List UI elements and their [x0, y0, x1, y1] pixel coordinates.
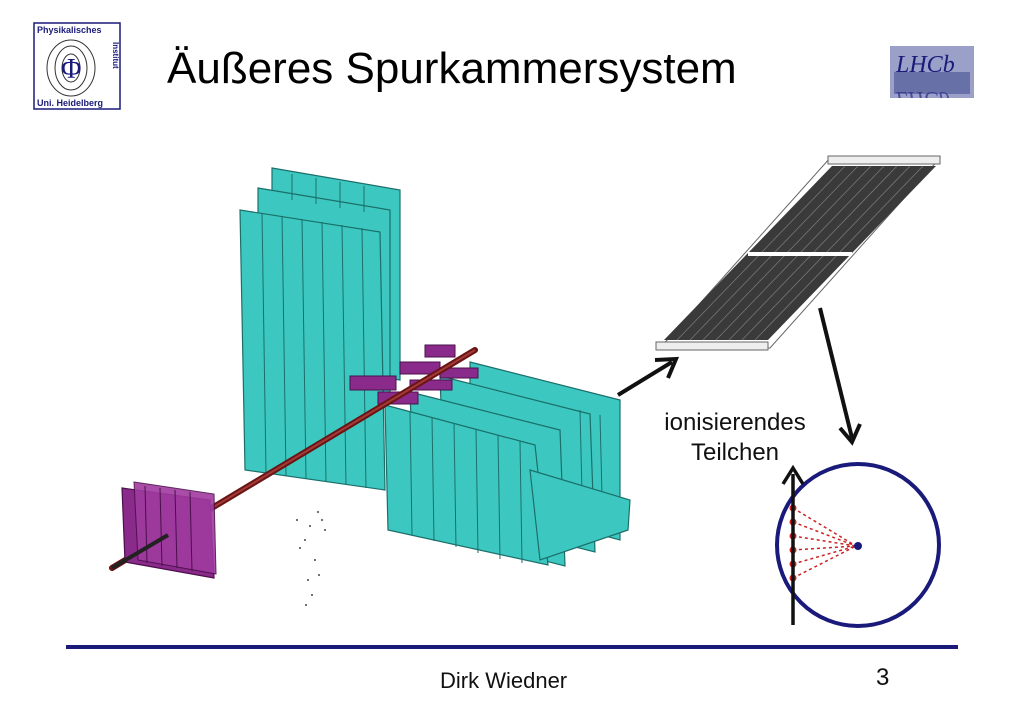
- particle-label-line1: ionisierendes: [664, 409, 806, 436]
- institute-side-text: Institut: [111, 42, 120, 69]
- lhcb-logo-icon: LHCb LHCb: [890, 46, 974, 98]
- straw-module: [655, 155, 942, 351]
- institute-logo-icon: Physikalisches Φ Uni. Heidelberg Institu…: [33, 22, 121, 110]
- author-name: Dirk Wiedner: [440, 668, 568, 693]
- anode-wire: [854, 542, 862, 550]
- particle-label-line2: Teilchen: [690, 439, 780, 466]
- front-station: [110, 481, 217, 579]
- institute-bottom-text: Uni. Heidelberg: [37, 98, 103, 108]
- arrow-to-module: [616, 356, 680, 397]
- tracking-station-lower: [384, 361, 631, 567]
- page-title: Äußeres Spurkammersystem: [167, 44, 737, 93]
- phi-symbol: Φ: [61, 54, 81, 85]
- particle-label: ionisierendes Teilchen: [640, 408, 830, 468]
- particle-track-arrow: [781, 464, 805, 625]
- arrow-to-straw: [818, 307, 862, 446]
- tracking-station-upper: [239, 167, 401, 491]
- lhcb-logo-text: LHCb: [895, 52, 955, 78]
- straw-cross-section: [775, 462, 941, 628]
- footer-divider: [66, 645, 958, 649]
- lhcb-logo-reflection: LHCb: [895, 87, 950, 98]
- page-number: 3: [876, 664, 890, 691]
- hit-debris: [296, 511, 326, 606]
- institute-top-text: Physikalisches: [37, 25, 102, 35]
